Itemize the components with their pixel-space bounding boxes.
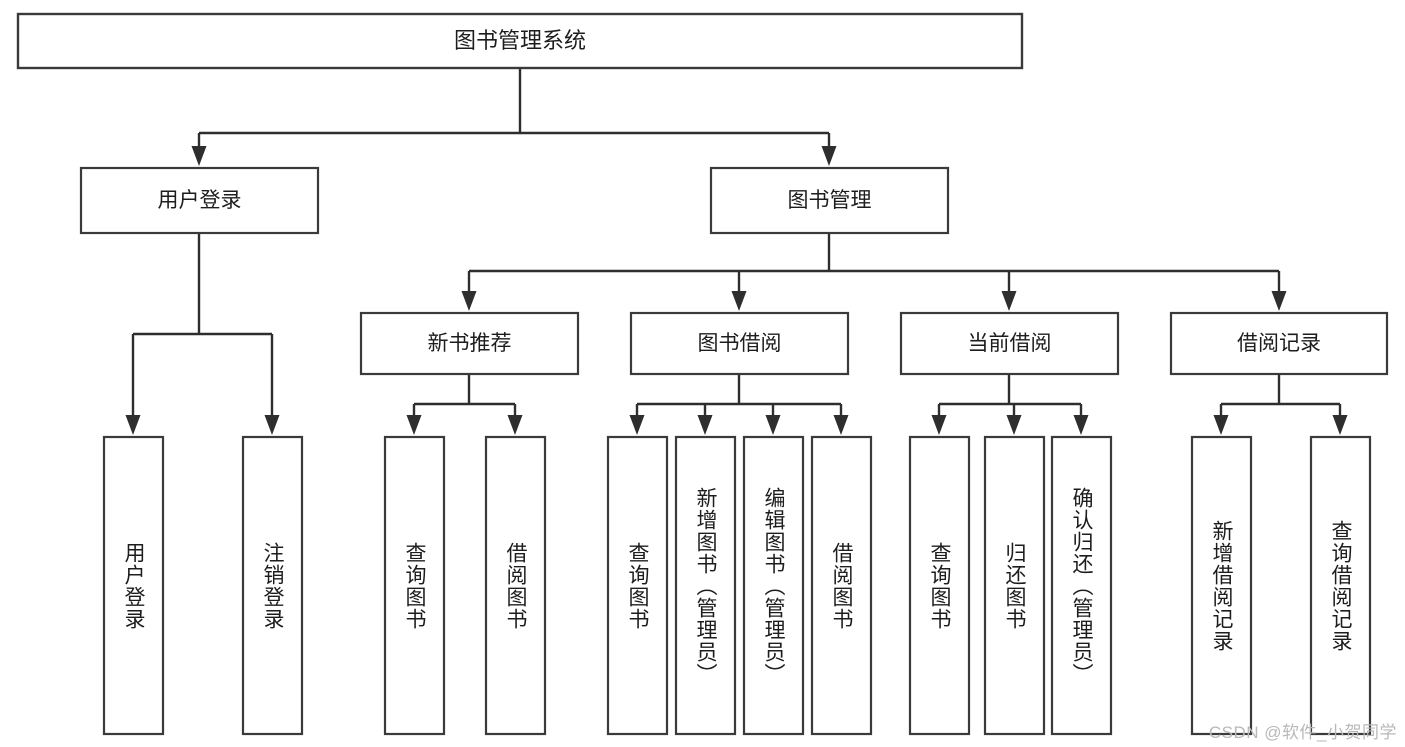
node-label-new-book-recommend: 新书推荐 (428, 332, 512, 355)
arrow-head-icon (264, 415, 280, 435)
arrow-head-icon (191, 146, 207, 166)
arrow-head-icon (125, 415, 141, 435)
node-label-root: 图书管理系统 (454, 28, 586, 53)
node-box-leaf-query-record[interactable] (1309, 435, 1372, 736)
connectors-layer (125, 68, 1348, 435)
node-box-leaf-logout[interactable] (241, 435, 304, 736)
arrow-head-icon (833, 415, 849, 435)
arrow-head-icon (507, 415, 523, 435)
node-box-book-borrow[interactable] (629, 311, 850, 376)
arrow-head-icon (697, 415, 713, 435)
node-box-book-manage[interactable] (709, 166, 950, 235)
node-box-leaf-borrow-book-1[interactable] (484, 435, 547, 736)
arrow-head-icon (1006, 415, 1022, 435)
arrow-head-icon (731, 291, 747, 311)
node-box-current-borrow[interactable] (899, 311, 1120, 376)
arrow-head-icon (1213, 415, 1229, 435)
node-box-user-login[interactable] (79, 166, 320, 235)
arrow-head-icon (821, 146, 837, 166)
arrow-head-icon (1001, 291, 1017, 311)
node-box-leaf-query-book-2[interactable] (606, 435, 669, 736)
node-label-current-borrow: 当前借阅 (968, 332, 1052, 355)
boxes-layer (16, 12, 1389, 736)
arrow-head-icon (931, 415, 947, 435)
watermark: CSDN @软件_小贺同学 (1208, 723, 1397, 742)
arrow-head-icon (1073, 415, 1089, 435)
arrow-head-icon (765, 415, 781, 435)
arrow-head-icon (406, 415, 422, 435)
node-box-new-book-recommend[interactable] (359, 311, 580, 376)
arrow-head-icon (461, 291, 477, 311)
node-box-leaf-edit-book[interactable] (742, 435, 805, 736)
node-box-leaf-query-book-1[interactable] (383, 435, 446, 736)
node-box-leaf-return-book[interactable] (983, 435, 1046, 736)
node-box-leaf-confirm-return[interactable] (1050, 435, 1113, 736)
node-box-root[interactable] (16, 12, 1024, 70)
node-label-borrow-record: 借阅记录 (1237, 332, 1321, 355)
node-label-book-borrow: 图书借阅 (698, 332, 782, 355)
node-box-leaf-add-record[interactable] (1190, 435, 1253, 736)
node-box-leaf-query-book-3[interactable] (908, 435, 971, 736)
arrow-head-icon (629, 415, 645, 435)
node-box-leaf-add-book[interactable] (674, 435, 737, 736)
node-label-user-login: 用户登录 (158, 189, 242, 212)
node-label-book-manage: 图书管理 (788, 189, 872, 212)
arrow-head-icon (1271, 291, 1287, 311)
node-box-leaf-borrow-book-2[interactable] (810, 435, 873, 736)
node-box-borrow-record[interactable] (1169, 311, 1389, 376)
arrow-head-icon (1332, 415, 1348, 435)
node-box-leaf-user-login[interactable] (102, 435, 165, 736)
